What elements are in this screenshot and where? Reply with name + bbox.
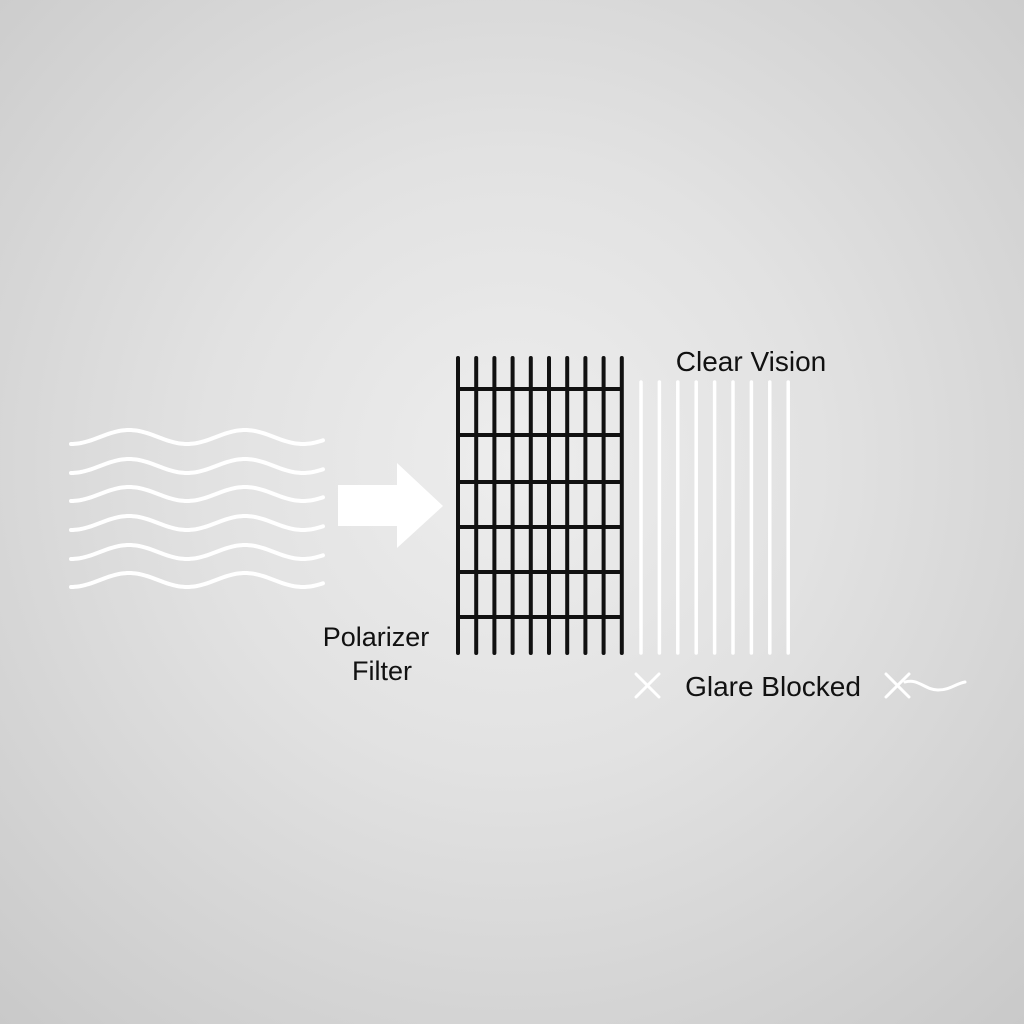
light-wave-icon (69, 428, 325, 446)
polarizer-label-line2: Filter (352, 656, 412, 686)
light-wave-icon (69, 514, 325, 532)
light-wave-icon (69, 543, 325, 561)
light-wave-icon (69, 457, 325, 475)
cross-icon (634, 672, 661, 699)
squiggle-icon (903, 679, 967, 692)
incoming-light-waves (69, 428, 325, 589)
glare-blocked-label: Glare Blocked (685, 671, 861, 702)
polarized-light-lines (639, 380, 790, 655)
light-wave-icon (69, 485, 325, 503)
polarizer-label-line1: Polarizer (323, 622, 430, 652)
cross-icon (884, 672, 911, 699)
arrow-right-icon (338, 463, 443, 548)
polarizer-grid (456, 356, 624, 655)
light-wave-icon (69, 571, 325, 589)
clear-vision-label: Clear Vision (676, 346, 826, 377)
